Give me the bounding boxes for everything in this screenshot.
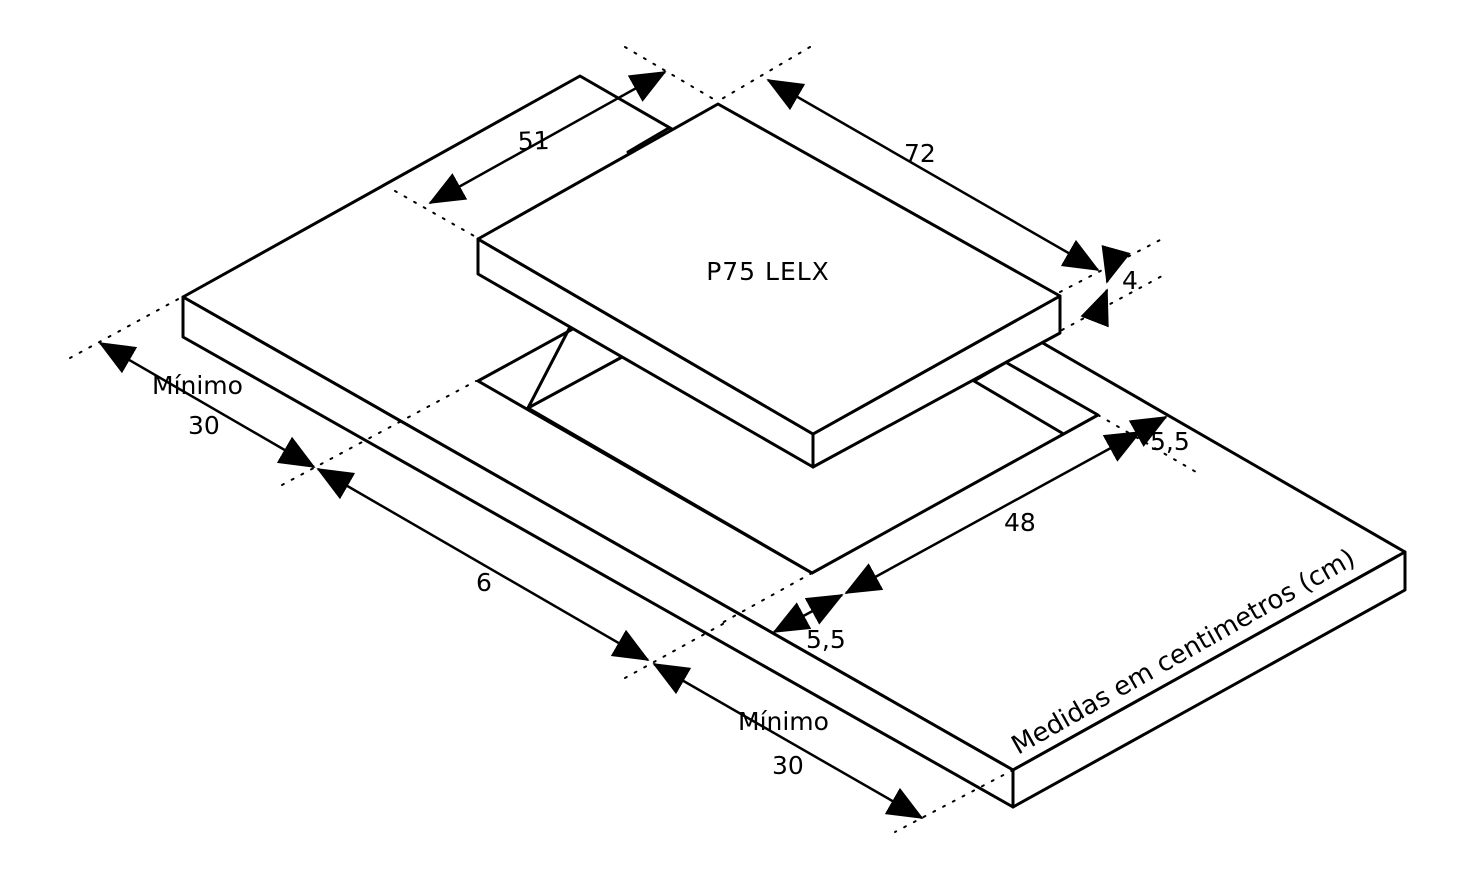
dim-line-4-b <box>1080 288 1109 328</box>
dim-line-4-a <box>1101 245 1131 284</box>
dim-value-minimo-right: 30 <box>772 751 804 780</box>
dimension-labels: 51 72 4 Mínimo 30 6 5,5 48 5,5 Mínimo 30 <box>152 126 1190 780</box>
dim-label-6: 6 <box>476 568 492 597</box>
dim-label-4: 4 <box>1122 266 1138 295</box>
ext-line-counter-left <box>69 296 183 359</box>
dim-line-51 <box>428 70 667 205</box>
ext-line-hob-left <box>394 190 477 238</box>
dim-line-72 <box>766 78 1100 272</box>
extension-lines <box>69 46 1197 833</box>
countertop-right-face <box>1011 550 1407 809</box>
dim-label-5-5-right: 5,5 <box>1150 427 1190 456</box>
cutout-inner-front-edge <box>526 406 814 575</box>
dim-label-51: 51 <box>517 126 550 156</box>
dim-label-72: 72 <box>904 139 936 168</box>
dim-label-minimo-right: Mínimo <box>738 707 829 736</box>
dim-label-5-5-front: 5,5 <box>806 625 846 654</box>
ext-line-hob-back-left <box>624 46 716 101</box>
ext-line-cutout-left <box>281 380 477 486</box>
ext-line-hob-right-bottom <box>1061 275 1163 331</box>
dim-line-minimo-right <box>652 662 924 820</box>
dim-line-5-5-right <box>1128 415 1168 447</box>
ext-line-hob-right-top <box>1059 239 1161 293</box>
dim-line-5-5-front <box>772 593 844 634</box>
dim-line-48 <box>844 430 1142 595</box>
dim-line-6 <box>316 467 650 662</box>
ext-line-counter-front <box>624 619 731 679</box>
model-label: P75 LELX <box>706 257 830 286</box>
dim-label-minimo-left: Mínimo <box>152 371 243 400</box>
ext-line-cutout-front <box>719 572 813 625</box>
dim-label-48: 48 <box>1004 508 1036 537</box>
dim-line-minimo-left <box>98 341 316 469</box>
dimension-lines <box>98 70 1168 820</box>
dim-value-minimo-left: 30 <box>188 411 220 440</box>
ext-line-counter-corner <box>894 769 1014 833</box>
ext-line-hob-back-top <box>719 46 811 101</box>
